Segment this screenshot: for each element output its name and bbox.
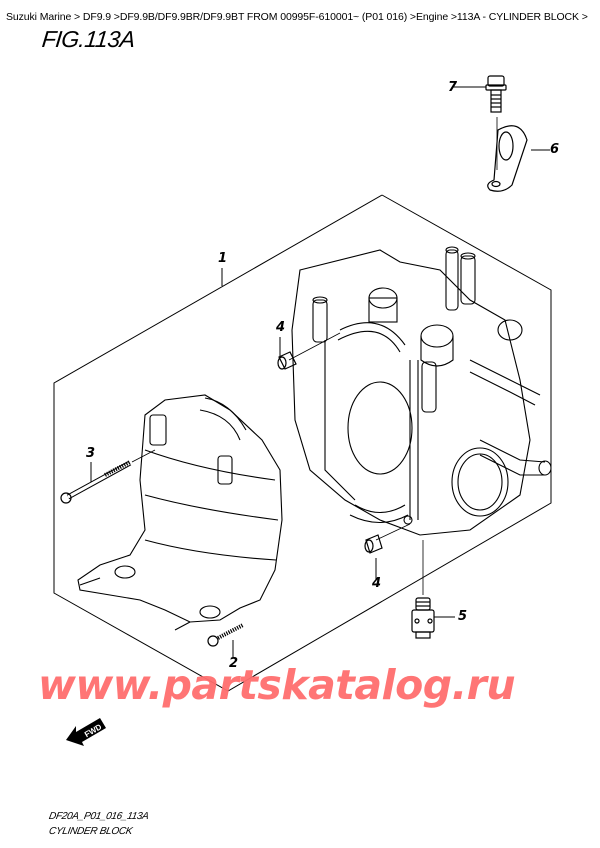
bolt-2 [207,623,244,647]
breadcrumb-text[interactable]: Suzuki Marine > DF9.9 >DF9.9B/DF9.9BR/DF… [6,11,588,23]
bolt-3 [60,460,132,504]
watermark: www.partskatalog.ru [38,661,516,709]
bracket-6 [487,125,528,192]
forward-arrow-icon: FWD [66,718,106,746]
plug-5 [411,597,435,639]
dowel-4a [277,351,297,370]
callout-3[interactable]: 3 [86,446,96,461]
bolt-7 [485,75,507,113]
callout-4-upper[interactable]: 4 [276,320,286,335]
crankcase-right [291,246,552,536]
callout-2[interactable]: 2 [229,656,239,671]
callout-4-lower[interactable]: 4 [372,576,382,591]
figure-name: CYLINDER BLOCK [48,826,134,837]
dowel-4b [364,534,383,554]
callout-6[interactable]: 6 [550,142,560,157]
assembly-outline [53,194,552,692]
breadcrumb: Suzuki Marine > DF9.9 >DF9.9B/DF9.9BR/DF… [6,11,588,23]
cylinder-left [77,394,283,631]
figure-code: DF20A_P01_016_113A [48,811,150,822]
callout-7[interactable]: 7 [448,80,458,95]
callout-1[interactable]: 1 [218,251,228,266]
callout-5[interactable]: 5 [458,609,468,624]
